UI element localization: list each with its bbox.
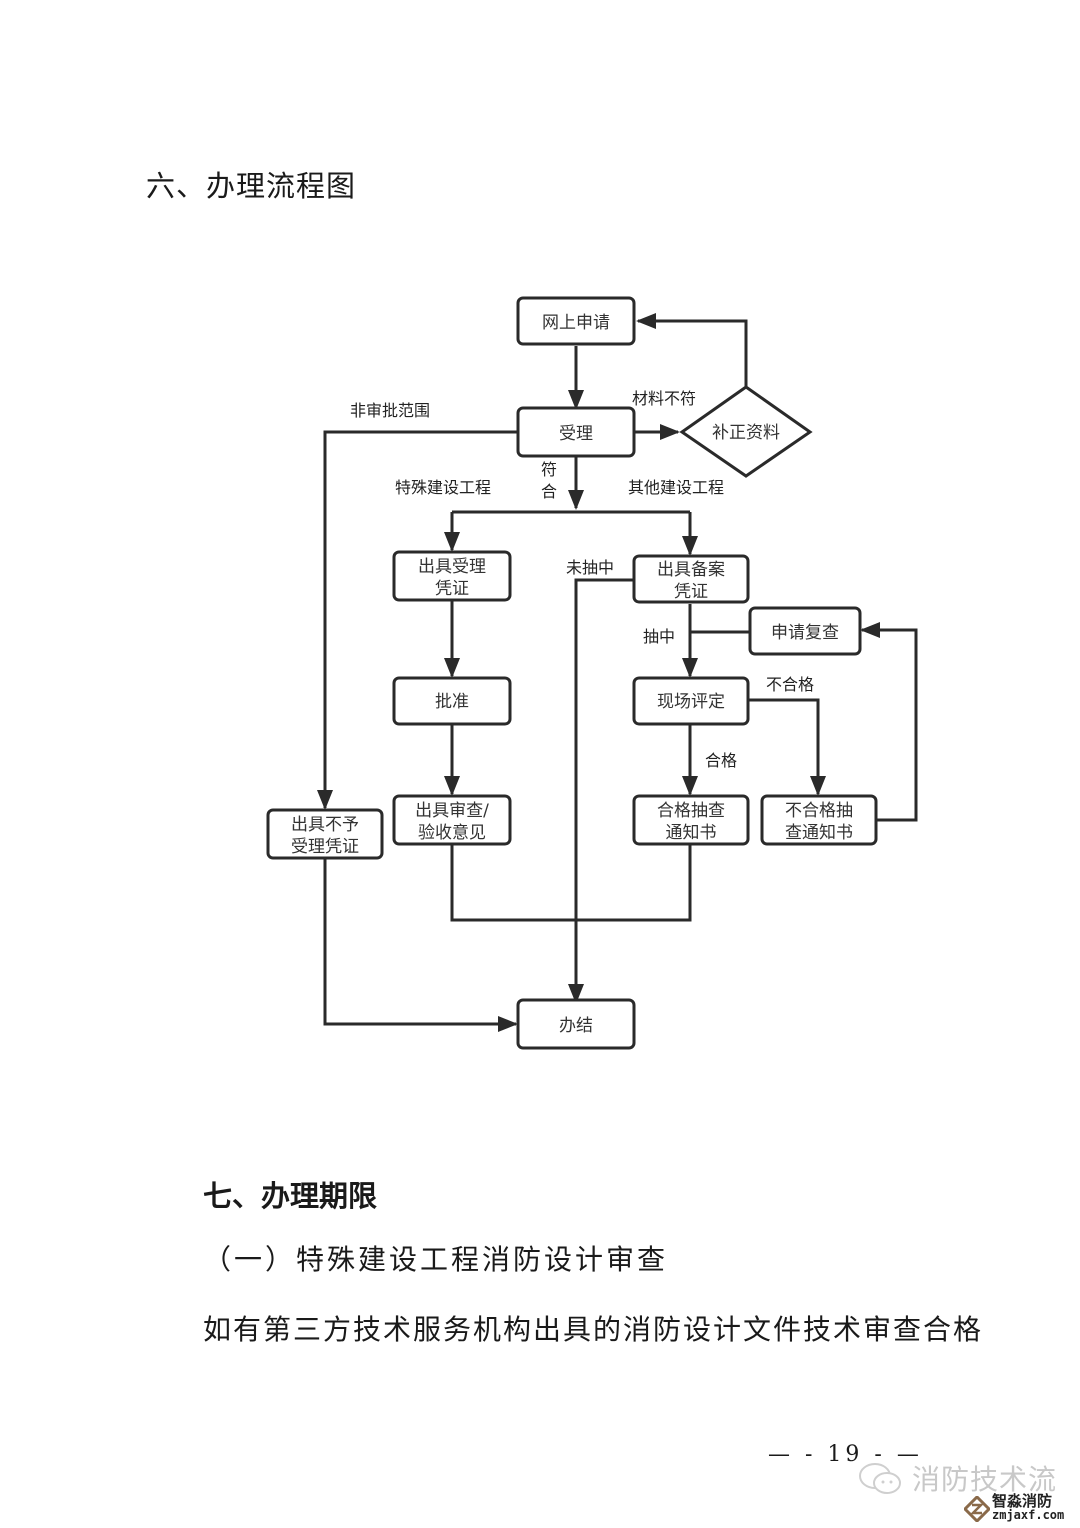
node-fail-notice-line1: 不合格抽	[785, 801, 853, 821]
label-material-mismatch: 材料不符	[632, 389, 696, 408]
node-online-apply-label: 网上申请	[542, 313, 610, 333]
node-issue-record-cert-line1: 出具备案	[657, 560, 725, 580]
node-pass-notice: 合格抽查 通知书	[632, 794, 750, 846]
node-fail-notice: 不合格抽 查通知书	[760, 794, 878, 846]
section-6-heading: 六、办理流程图	[146, 169, 357, 203]
node-issue-record-cert: 出具备案 凭证	[632, 554, 750, 604]
node-onsite-eval: 现场评定	[632, 676, 750, 726]
edge-accept-to-reject	[317, 430, 518, 810]
flowchart: 网上申请 受理 补正资料 出具受理 凭证 出具备案 凭证 申请复查 批准 现场评…	[266, 296, 918, 1050]
label-non-approval-scope: 非审批范围	[350, 401, 430, 420]
node-reject-cert-line2: 受理凭证	[291, 837, 359, 857]
node-finish: 办结	[516, 998, 636, 1050]
node-onsite-eval-label: 现场评定	[657, 692, 725, 712]
section-7-subheading: （一）特殊建设工程消防设计审查	[203, 1243, 669, 1276]
label-conform-1: 符	[541, 460, 557, 479]
label-selected: 抽中	[643, 627, 675, 646]
node-reject-cert: 出具不予 受理凭证	[266, 808, 384, 860]
watermark-site-name: 智淼消防	[992, 1492, 1053, 1510]
section-7-paragraph: 如有第三方技术服务机构出具的消防设计文件技术审查合格	[203, 1313, 984, 1346]
label-qualified: 合格	[705, 751, 737, 770]
node-supplement-decision: 补正资料	[679, 385, 813, 478]
label-other-project: 其他建设工程	[628, 478, 724, 497]
node-review-opinion: 出具审查/ 验收意见	[392, 794, 512, 846]
wechat-icon	[859, 1463, 901, 1494]
node-pass-notice-line2: 通知书	[666, 823, 717, 843]
edge-reject-to-finish	[323, 858, 518, 1032]
watermark-account: 消防技术流	[912, 1463, 1058, 1496]
node-review-opinion-line2: 验收意见	[418, 823, 486, 843]
node-review-opinion-line1: 出具审查/	[415, 801, 489, 821]
edge-merge-bar	[450, 844, 692, 922]
section-7-heading: 七、办理期限	[203, 1179, 378, 1213]
node-fail-notice-line2: 查通知书	[785, 823, 853, 843]
node-supplement-label: 补正资料	[712, 423, 780, 443]
node-approve: 批准	[392, 676, 512, 726]
label-unqualified: 不合格	[766, 675, 814, 694]
node-issue-accept-cert: 出具受理 凭证	[392, 550, 512, 602]
site-logo-icon	[964, 1496, 990, 1522]
edge-supplement-to-apply	[636, 313, 748, 386]
label-special-project: 特殊建设工程	[395, 478, 491, 497]
edge-eval-to-fail	[748, 698, 826, 796]
page-number: — - 19 - —	[768, 1442, 923, 1467]
node-issue-accept-cert-line2: 凭证	[435, 579, 469, 599]
node-pass-notice-line1: 合格抽查	[657, 801, 725, 821]
node-accept: 受理	[516, 406, 636, 458]
node-apply-recheck-label: 申请复查	[771, 623, 839, 643]
label-not-selected: 未抽中	[566, 558, 614, 577]
edges	[317, 313, 918, 1032]
node-issue-record-cert-line2: 凭证	[674, 582, 708, 602]
node-approve-label: 批准	[435, 692, 469, 712]
node-issue-accept-cert-line1: 出具受理	[418, 557, 486, 577]
label-conform-2: 合	[541, 482, 557, 501]
edge-fail-to-recheck	[860, 622, 918, 822]
edge-not-selected	[568, 578, 634, 1004]
watermark-site-url: zmjaxf.com	[992, 1508, 1065, 1522]
node-reject-cert-line1: 出具不予	[291, 815, 359, 835]
node-apply-recheck: 申请复查	[748, 606, 862, 656]
node-online-apply: 网上申请	[516, 296, 636, 346]
node-accept-label: 受理	[559, 424, 593, 444]
node-finish-label: 办结	[559, 1016, 593, 1036]
